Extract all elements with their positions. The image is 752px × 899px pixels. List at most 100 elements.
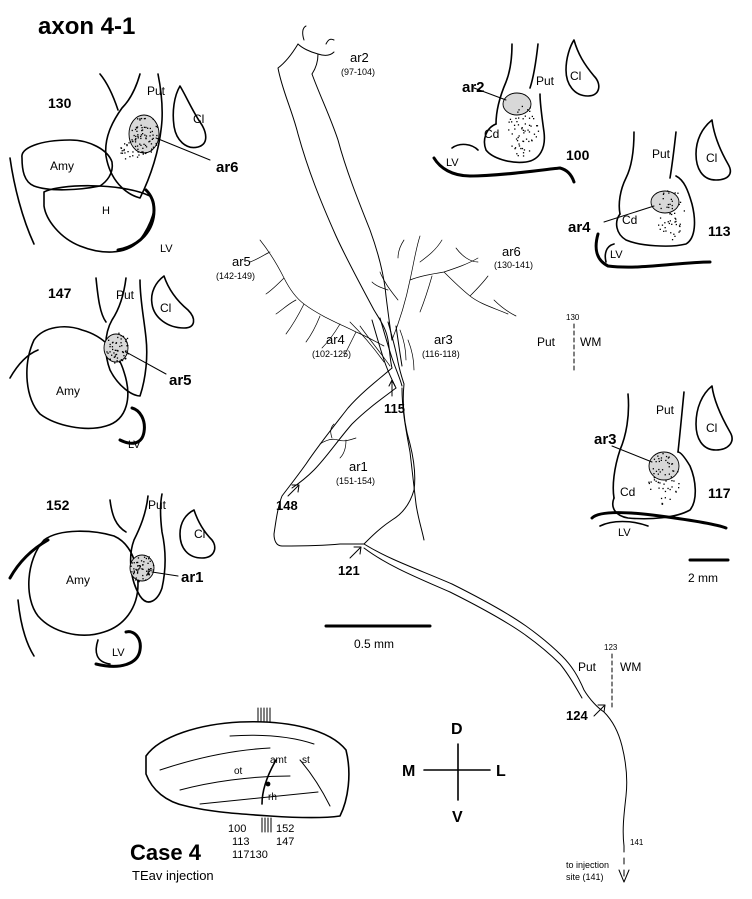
terminal-dot [523, 132, 525, 134]
terminal-dot [148, 572, 150, 574]
terminal-dot [530, 125, 532, 127]
terminal-dot [137, 561, 139, 564]
terminal-dot [664, 490, 667, 493]
arbor-label: ar5 [169, 372, 192, 389]
terminal-dot [143, 143, 145, 145]
arbor-ar6-range: (130-141) [494, 260, 533, 270]
arbor-ar2-range: (97-104) [341, 67, 375, 77]
section-number: 130 [48, 95, 72, 111]
arbor-label: ar1 [181, 569, 204, 586]
terminal-dot [126, 337, 129, 340]
terminal-dot [121, 150, 123, 152]
terminal-dot [527, 109, 529, 111]
terminal-dot [116, 349, 118, 352]
terminal-dot [678, 203, 680, 206]
terminal-dot [133, 134, 135, 137]
terminal-dot [522, 140, 524, 142]
caudate-outline [483, 93, 546, 164]
terminal-dot [668, 462, 670, 465]
terminal-dot [655, 470, 658, 472]
terminal-dot [125, 338, 127, 341]
arbor-field-ar5 [103, 333, 129, 363]
terminal-dot [149, 131, 152, 133]
terminal-dot [113, 352, 115, 354]
putamen-outline-top [495, 43, 539, 125]
terminal-dot [141, 127, 143, 129]
terminal-dot [673, 470, 675, 472]
putamen-label: Put [147, 84, 166, 98]
terminal-dot [152, 569, 154, 571]
terminal-dot [124, 152, 126, 154]
terminal-dot [139, 119, 141, 121]
marker-label: 115 [384, 401, 405, 416]
terminal-dot [671, 239, 674, 241]
terminal-dot [155, 144, 158, 146]
axon-bottom-link [281, 543, 365, 547]
putamen-label: Put [652, 147, 671, 161]
terminal-dot [149, 140, 151, 142]
marker-115: 115 [384, 379, 405, 416]
terminal-dot [114, 362, 116, 364]
terminal-dot [522, 118, 524, 120]
terminal-dot [508, 129, 510, 131]
arbor-pointer-line [125, 351, 167, 375]
terminal-dot [134, 145, 137, 148]
terminal-dot [514, 147, 517, 149]
terminal-dot [120, 147, 122, 149]
terminal-dot [149, 127, 151, 130]
putamen-outline [109, 493, 166, 603]
axon-path-to-injection [363, 543, 628, 847]
terminal-dot [121, 152, 124, 154]
terminal-dot [518, 145, 521, 147]
terminal-dot [677, 192, 679, 194]
terminal-dot [658, 460, 660, 463]
lateral-ventricle-inner [604, 243, 615, 263]
terminal-dot [518, 143, 520, 145]
terminal-dot [149, 135, 151, 137]
terminal-dot [658, 487, 660, 489]
terminal-dot [136, 572, 139, 574]
terminal-dot [128, 142, 130, 144]
brain-label-st: st [302, 755, 310, 766]
terminal-dot [136, 145, 139, 147]
claustrum-outline [695, 385, 733, 451]
section-levels-row2: 113 [232, 836, 250, 848]
lateral-ventricle-wall [118, 406, 146, 445]
arbor-label: ar3 [594, 431, 617, 448]
terminal-dot [669, 498, 671, 500]
terminal-dot [112, 341, 114, 343]
terminal-dot [667, 190, 669, 192]
caudate-label: Cd [622, 213, 637, 227]
terminal-dot [529, 107, 531, 109]
terminal-dot [127, 353, 129, 355]
terminal-dot [137, 148, 139, 150]
brain-lateral-view: amt st ot rh 100 152 113 147 117130 [145, 707, 350, 861]
terminal-dot [665, 230, 667, 232]
claustrum-outline [565, 39, 600, 97]
terminal-dot [147, 568, 150, 570]
terminal-dot [124, 158, 127, 160]
terminal-dot [142, 133, 144, 135]
terminal-dot [525, 138, 528, 140]
lateral-ventricle-label: LV [618, 527, 631, 539]
terminal-dot [145, 579, 147, 581]
terminal-dot [537, 130, 540, 132]
section-117: Put Cl Cd LV 117 ar3 [590, 385, 733, 539]
terminal-dot [658, 458, 660, 460]
terminal-dot [150, 143, 153, 145]
terminal-dot [147, 562, 149, 564]
terminal-dot [136, 156, 139, 158]
terminal-dot [152, 146, 155, 148]
injection-line2: site (141) [566, 872, 604, 882]
terminal-dot [123, 148, 125, 151]
terminal-dot [126, 144, 128, 146]
terminal-dot [146, 570, 148, 572]
terminal-dot [124, 357, 127, 360]
lateral-ventricle-label: LV [160, 243, 173, 255]
terminal-dot [657, 481, 659, 484]
arbor-pointer-line [603, 205, 655, 223]
terminal-dot [150, 151, 152, 153]
injection-arrowhead [618, 869, 630, 883]
brain-label-rh: rh [268, 792, 277, 803]
terminal-dot [671, 204, 673, 207]
